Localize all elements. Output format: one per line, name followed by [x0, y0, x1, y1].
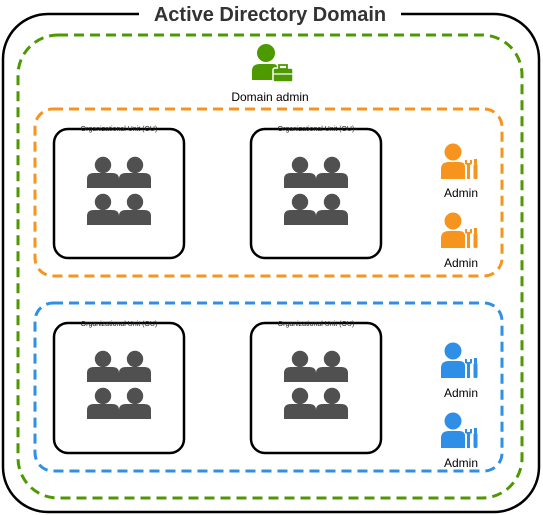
ou-label: Organizational Unit (OU) [81, 321, 158, 328]
ou-box: Organizational Unit (OU) [52, 321, 186, 455]
admin-label: Admin [444, 256, 478, 270]
domain-admin-scope [16, 33, 524, 500]
admin-label: Admin [444, 456, 478, 470]
ou-label: Organizational Unit (OU) [278, 126, 355, 133]
ou-box: Organizational Unit (OU) [249, 321, 383, 455]
diagram-title: Active Directory Domain [154, 4, 386, 26]
ou-box: Organizational Unit (OU) [249, 126, 383, 260]
user-briefcase-icon [252, 44, 294, 83]
admin-label: Admin [444, 386, 478, 400]
domain-admin-label: Domain admin [231, 90, 308, 104]
ou-box: Organizational Unit (OU) [52, 126, 186, 260]
ou-label: Organizational Unit (OU) [81, 126, 158, 133]
admin-label: Admin [444, 186, 478, 200]
admin-group-blue [33, 301, 504, 473]
admin-group-orange [33, 107, 504, 278]
ou-label: Organizational Unit (OU) [278, 321, 355, 328]
